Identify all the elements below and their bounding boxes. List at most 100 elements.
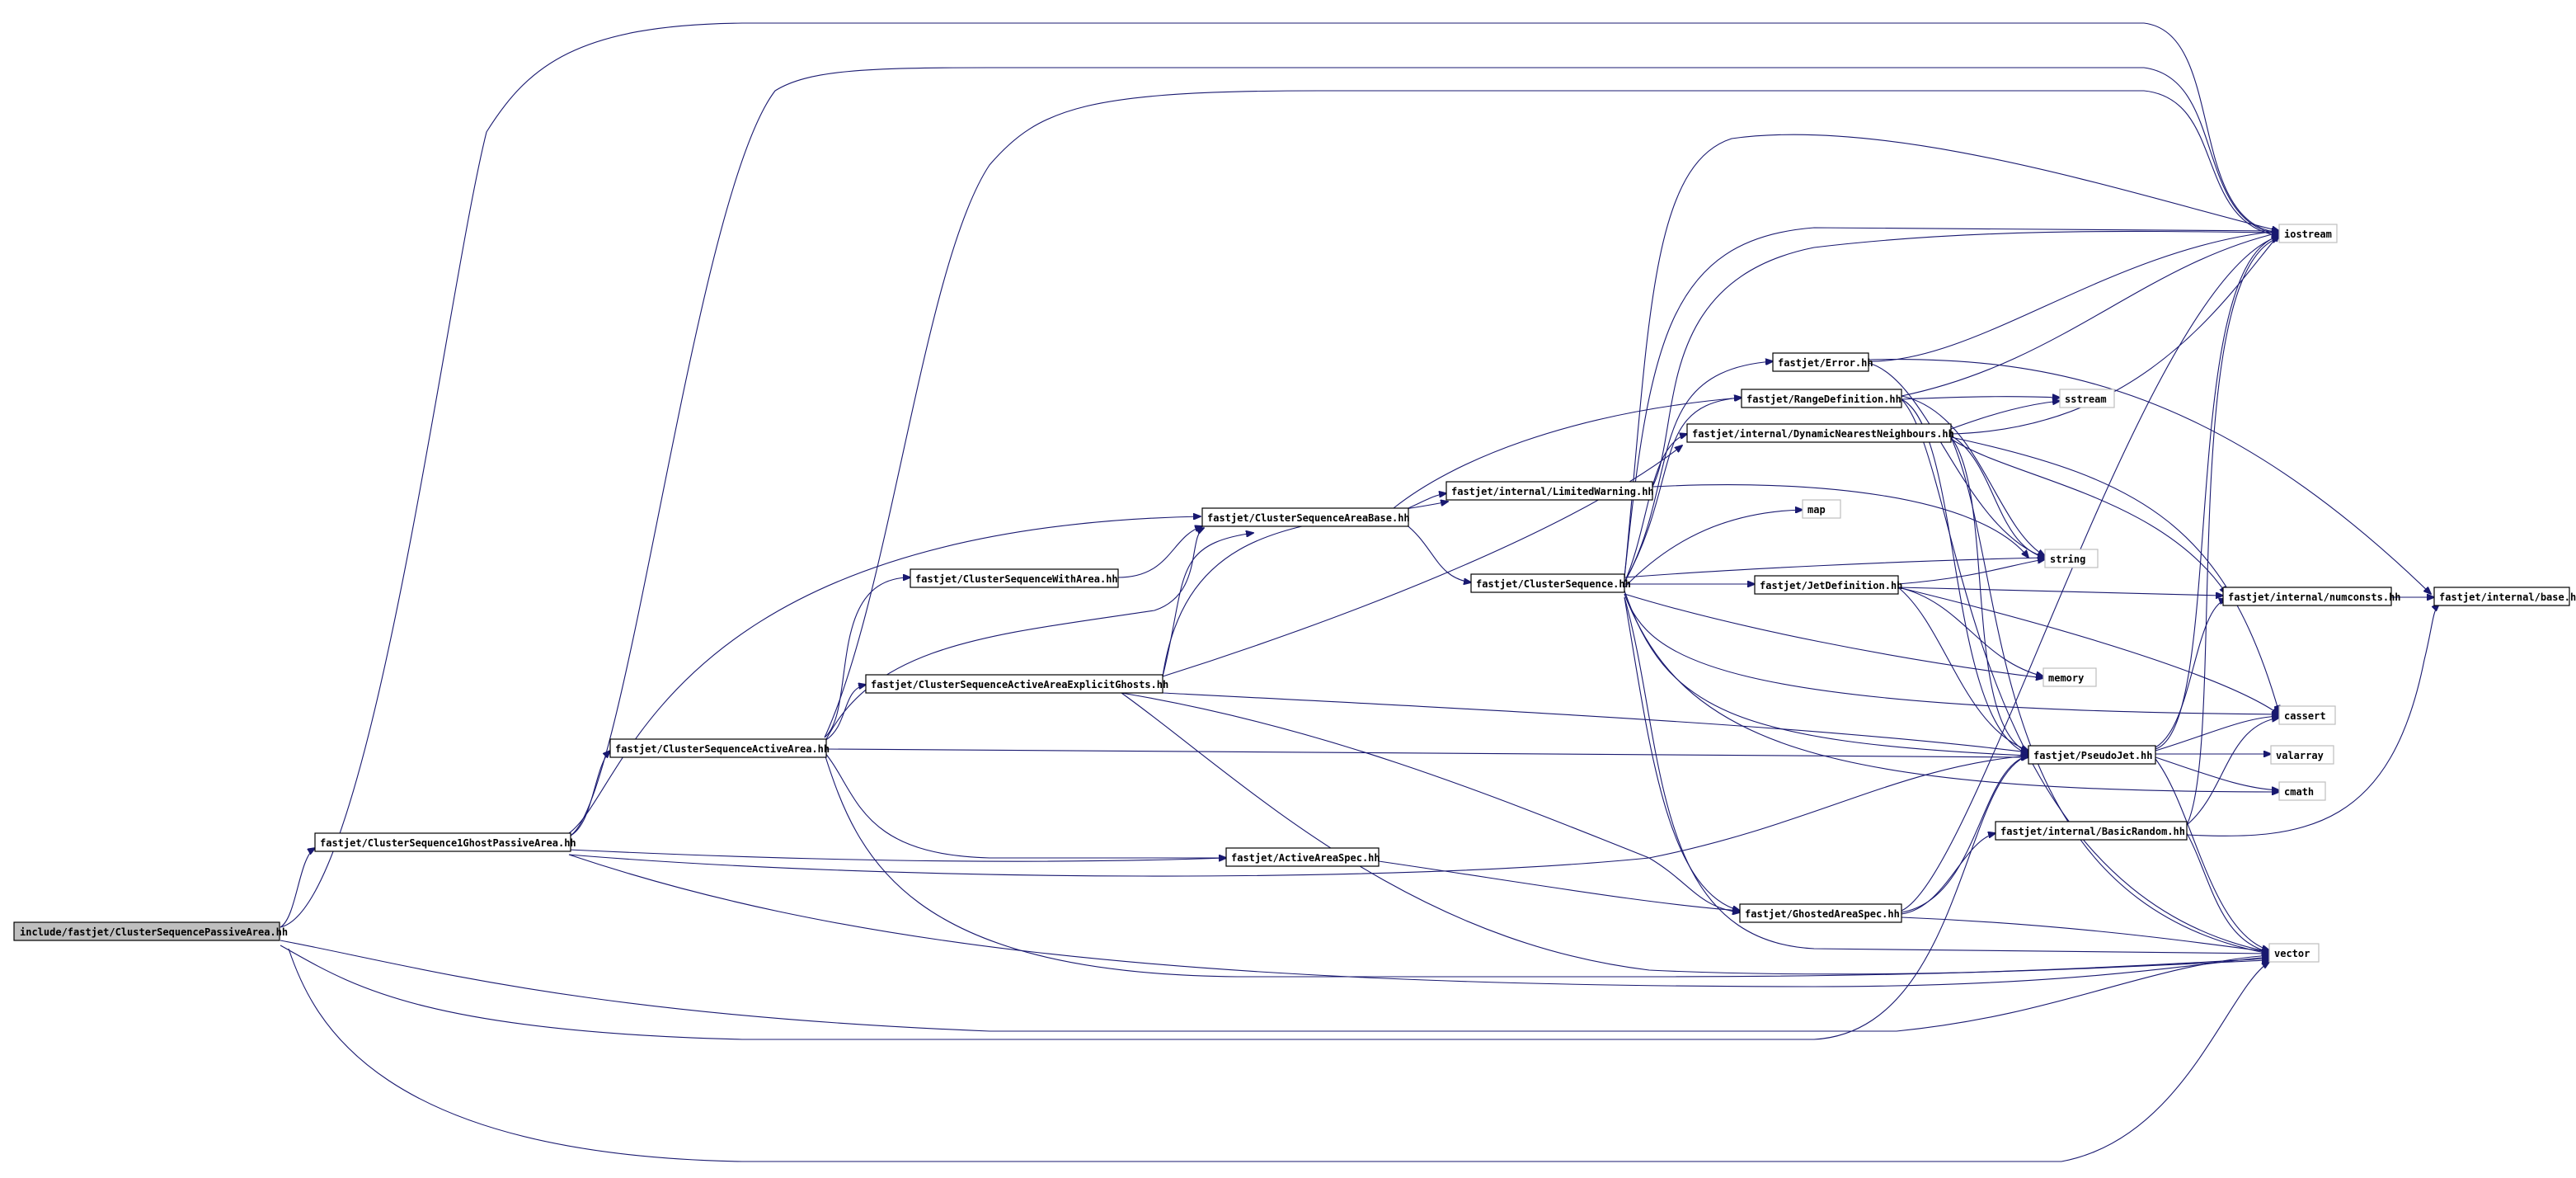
edge-br-cassert (2186, 718, 2279, 826)
node-memory[interactable]: memory (2042, 667, 2097, 687)
node-basic-random[interactable]: fastjet/internal/BasicRandom.hh (1995, 821, 2188, 841)
svg-text:fastjet/ClusterSequenceAreaBas: fastjet/ClusterSequenceAreaBase.hh (1207, 512, 1410, 524)
edge-err-base (1868, 359, 2431, 594)
node-vector[interactable]: vector (2268, 943, 2320, 963)
edge-cs-cmath (1624, 593, 2279, 792)
edge-br-base (2186, 604, 2439, 836)
edge-root-vector (280, 940, 2269, 1032)
edge-err-string (1868, 362, 2045, 558)
edge-br-iostream (2186, 238, 2279, 826)
edges (280, 22, 2439, 1162)
node-jet-definition[interactable]: fastjet/JetDefinition.hh (1754, 575, 1902, 595)
node-map[interactable]: map (1802, 499, 1841, 519)
node-cluster-sequence[interactable]: fastjet/ClusterSequence.hh (1470, 573, 1631, 593)
edge-lw-iostream (1652, 231, 2279, 488)
svg-text:fastjet/JetDefinition.hh: fastjet/JetDefinition.hh (1760, 580, 1902, 591)
edge-jd-pseudojet (1897, 587, 2028, 751)
edge-cswa-csab (1117, 526, 1202, 578)
node-dynamic-nearest-neighbours[interactable]: fastjet/internal/DynamicNearestNeighbour… (1686, 423, 1954, 443)
svg-text:fastjet/Error.hh: fastjet/Error.hh (1778, 357, 1873, 369)
node-cluster-sequence-area-base[interactable]: fastjet/ClusterSequenceAreaBase.hh (1201, 507, 1410, 527)
edge-csaaeg-csab (1162, 533, 1253, 677)
node-root[interactable]: include/fastjet/ClusterSequencePassiveAr… (13, 921, 288, 941)
edge-csaa-cswa (824, 577, 910, 738)
edge-br-vector (2186, 832, 2269, 952)
edge-cs1gpa-iostream (568, 67, 2279, 837)
node-label-root: include/fastjet/ClusterSequencePassiveAr… (20, 926, 288, 938)
edge-cs-iostream (1624, 134, 2279, 578)
svg-text:memory: memory (2048, 672, 2084, 684)
edge-csaaeg-dnn (1162, 445, 1682, 677)
node-range-definition[interactable]: fastjet/RangeDefinition.hh (1741, 389, 1902, 408)
edge-rd-string (1901, 395, 2045, 556)
edge-cs1gpa-aas (568, 849, 1226, 862)
edge-jd-cassert (1897, 587, 2279, 714)
edge-gas-br (1901, 833, 1995, 915)
node-valarray[interactable]: valarray (2270, 745, 2334, 765)
node-cmath[interactable]: cmath (2278, 781, 2326, 801)
node-cluster-sequence-1ghost-passive-area[interactable]: fastjet/ClusterSequence1GhostPassiveArea… (314, 832, 576, 852)
svg-text:iostream: iostream (2284, 229, 2332, 240)
edge-dnn-pseudojet (1950, 436, 2028, 752)
edge-rd-iostream (1901, 233, 2279, 397)
svg-text:cmath: cmath (2284, 786, 2314, 798)
edge-aas-gas (1378, 860, 1740, 911)
node-sstream[interactable]: sstream (2059, 389, 2115, 408)
edge-dnn-vector (1950, 436, 2269, 954)
edge-rd-vector (1901, 398, 2269, 952)
node-numconsts[interactable]: fastjet/internal/numconsts.hh (2222, 587, 2401, 606)
svg-text:sstream: sstream (2065, 393, 2107, 405)
node-error[interactable]: fastjet/Error.hh (1772, 352, 1873, 372)
edge-jd-nc (1897, 587, 2223, 596)
edge-jd-string (1897, 559, 2045, 585)
edge-cs-rd (1624, 398, 1742, 583)
svg-text:string: string (2050, 554, 2085, 565)
node-active-area-spec[interactable]: fastjet/ActiveAreaSpec.hh (1225, 847, 1380, 867)
node-cluster-sequence-with-area[interactable]: fastjet/ClusterSequenceWithArea.hh (910, 568, 1119, 588)
edge-dnn-iostream (1950, 234, 2279, 435)
edge-root-cs1gpa (280, 848, 315, 928)
svg-text:map: map (1807, 504, 1826, 516)
node-cluster-sequence-active-area-explicit-ghosts[interactable]: fastjet/ClusterSequenceActiveAreaExplici… (865, 674, 1168, 694)
edge-cs-gas (1624, 596, 1740, 911)
edge-lw-string (1652, 484, 2028, 558)
svg-text:fastjet/internal/numconsts.hh: fastjet/internal/numconsts.hh (2228, 591, 2401, 603)
svg-text:fastjet/ClusterSequenceActiveA: fastjet/ClusterSequenceActiveArea.hh (615, 743, 830, 755)
svg-text:fastjet/GhostedAreaSpec.hh: fastjet/GhostedAreaSpec.hh (1745, 908, 1900, 920)
svg-text:vector: vector (2274, 948, 2310, 959)
node-iostream[interactable]: iostream (2278, 224, 2338, 243)
node-string[interactable]: string (2044, 549, 2099, 568)
svg-text:fastjet/internal/base.hh: fastjet/internal/base.hh (2439, 591, 2576, 603)
svg-text:fastjet/ActiveAreaSpec.hh: fastjet/ActiveAreaSpec.hh (1231, 852, 1380, 864)
edge-root-pseudojet (280, 756, 2028, 1040)
edge-csab-lw (1408, 493, 1446, 509)
edge-pj-nc (2155, 599, 2226, 748)
node-limited-warning[interactable]: fastjet/internal/LimitedWarning.hh (1445, 481, 1654, 501)
edge-root-iostream (280, 22, 2279, 928)
node-cluster-sequence-active-area[interactable]: fastjet/ClusterSequenceActiveArea.hh (609, 738, 830, 758)
edge-pj-cmath (2155, 756, 2279, 790)
node-pseudo-jet[interactable]: fastjet/PseudoJet.hh (2028, 745, 2156, 765)
edge-csaaeg-vector (1121, 692, 2269, 975)
edge-dnn-sstream (1950, 401, 2060, 430)
edge-csab-cs (1401, 521, 1471, 582)
edge-csaa-aas (824, 752, 1226, 858)
node-base[interactable]: fastjet/internal/base.hh (2433, 587, 2576, 606)
edge-cs-dnn (1624, 434, 1687, 583)
svg-text:fastjet/ClusterSequence.hh: fastjet/ClusterSequence.hh (1476, 578, 1631, 590)
edge-cs1gpa-csab (568, 516, 1201, 834)
node-ghosted-area-spec[interactable]: fastjet/GhostedAreaSpec.hh (1739, 903, 1902, 923)
edge-csaaeg-pseudojet (1162, 692, 2028, 752)
edge-csaaeg-gas (1121, 692, 1740, 912)
edge-cs-pseudojet (1624, 590, 2028, 756)
edge-rd-sstream (1901, 397, 2060, 399)
edge-csaa-csab (824, 528, 1204, 743)
edge-gas-iostream (1901, 236, 2279, 912)
svg-text:fastjet/internal/DynamicNeares: fastjet/internal/DynamicNearestNeighbour… (1692, 428, 1954, 440)
svg-text:fastjet/RangeDefinition.hh: fastjet/RangeDefinition.hh (1746, 393, 1901, 405)
edge-pj-vector (2155, 758, 2269, 950)
node-cassert[interactable]: cassert (2278, 705, 2336, 725)
svg-text:fastjet/ClusterSequenceWithAre: fastjet/ClusterSequenceWithArea.hh (915, 573, 1118, 585)
edge-cs-string (1624, 558, 2045, 578)
